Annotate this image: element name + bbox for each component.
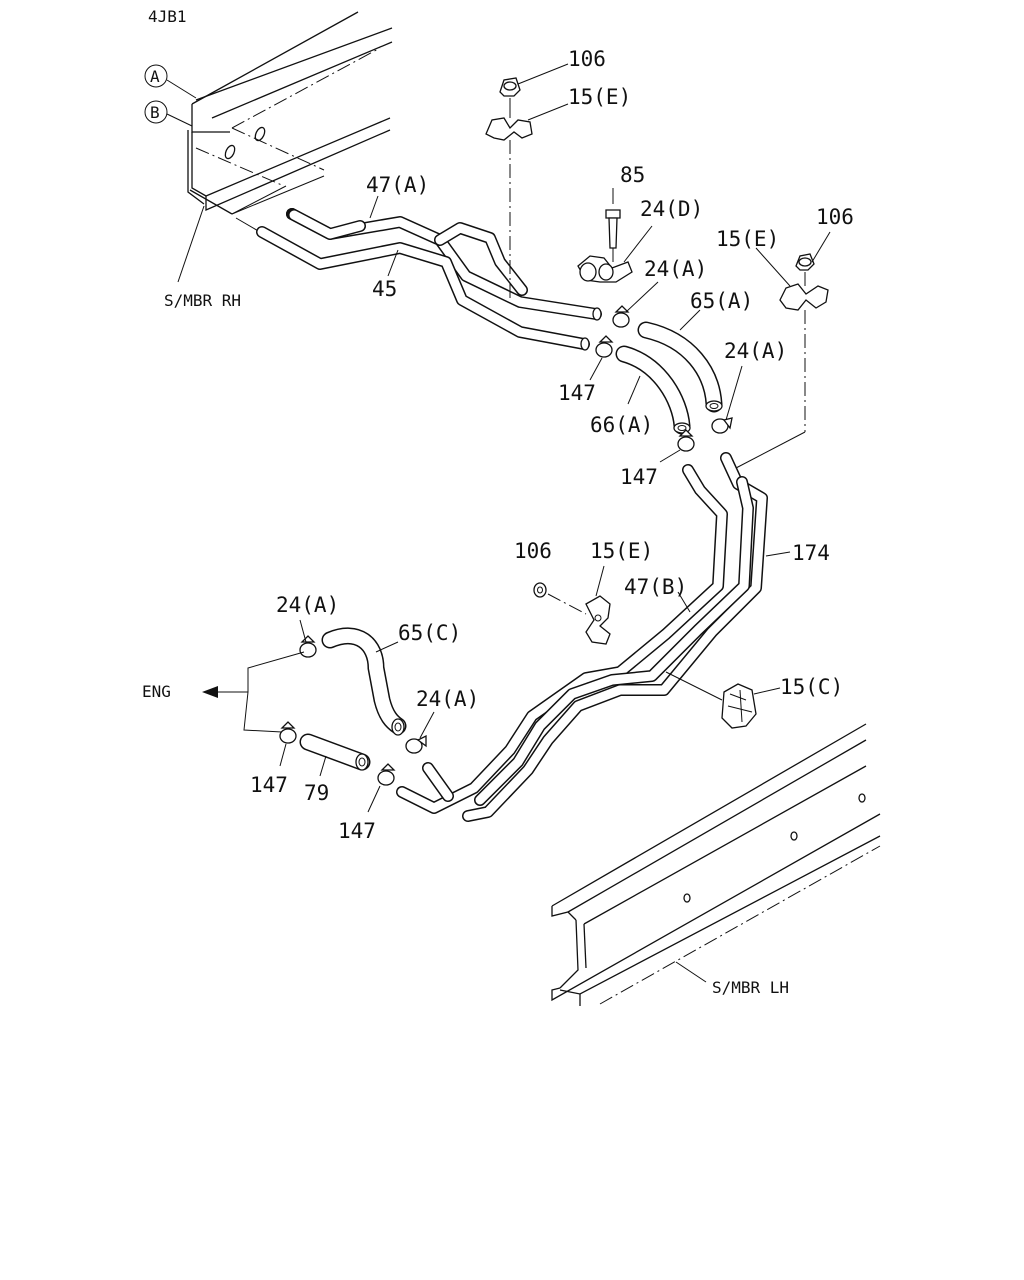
pipe-174-inner (474, 476, 754, 806)
callout-45: 45 (372, 277, 397, 301)
callout-106-right: 106 (816, 205, 854, 229)
engine-label: ENG (142, 682, 171, 701)
callout-24a-1: 24(A) (644, 257, 707, 281)
callout-65c: 65(C) (398, 621, 461, 645)
callout-85: 85 (620, 163, 645, 187)
callout-15e-right: 15(E) (716, 227, 779, 251)
bolt-85 (605, 209, 621, 262)
hose-65a (637, 321, 723, 413)
side-member-rh-label: S/MBR RH (164, 291, 241, 310)
hose-clamp-24a-4 (405, 734, 427, 754)
hose-65c (321, 627, 407, 736)
hose-clamp-147-4 (377, 763, 396, 786)
clip-15e-right (779, 253, 829, 432)
hose-79 (299, 733, 371, 771)
callout-15c: 15(C) (780, 675, 843, 699)
hose-clamp-24a-2 (711, 417, 733, 434)
hose-clamp-24a-3 (299, 635, 317, 658)
callout-147-2: 147 (620, 465, 658, 489)
ref-mark-a: A (144, 64, 197, 99)
side-member-lh-label: S/MBR LH (712, 978, 789, 997)
callout-147-1: 147 (558, 381, 596, 405)
pipe-47a-upper-branch (434, 222, 528, 296)
callout-147-3: 147 (250, 773, 288, 797)
ref-mark-b: B (144, 100, 193, 127)
callout-47b: 47(B) (624, 575, 687, 599)
callout-47a: 47(A) (366, 173, 429, 197)
ref-b-letter: B (150, 103, 160, 122)
clip-15c (721, 683, 757, 729)
hose-clamp-147-1 (595, 335, 614, 358)
hose-clamp-24a-1 (612, 305, 630, 328)
callout-15e-top: 15(E) (568, 85, 631, 109)
callout-66a: 66(A) (590, 413, 653, 437)
callout-106-top: 106 (568, 47, 606, 71)
pipe-45 (256, 226, 590, 350)
callout-79: 79 (304, 781, 329, 805)
callout-65a: 65(A) (690, 289, 753, 313)
nut-106-mid (533, 582, 547, 598)
callout-24d: 24(D) (640, 197, 703, 221)
callout-106-mid: 106 (514, 539, 552, 563)
side-member-lh (551, 723, 881, 1006)
hose-clamp-147-3 (279, 721, 297, 744)
engine-code-label: 4JB1 (148, 7, 187, 26)
ref-a-letter: A (150, 67, 160, 86)
callout-174: 174 (792, 541, 830, 565)
clip-15e-mid (585, 595, 611, 645)
side-member-rh (177, 11, 393, 283)
callout-24a-3: 24(A) (276, 593, 339, 617)
clamp-24d (577, 255, 633, 283)
callout-15e-mid: 15(E) (590, 539, 653, 563)
pipe-short-stub (422, 762, 454, 802)
callout-147-4: 147 (338, 819, 376, 843)
clip-15e-top (485, 77, 533, 298)
callout-24a-2: 24(A) (724, 339, 787, 363)
pipe-174 (462, 452, 768, 822)
callout-24a-4: 24(A) (416, 687, 479, 711)
hose-clamp-147-2 (677, 429, 695, 452)
engine-direction-arrow (202, 651, 305, 733)
pipe-47b (396, 464, 728, 814)
